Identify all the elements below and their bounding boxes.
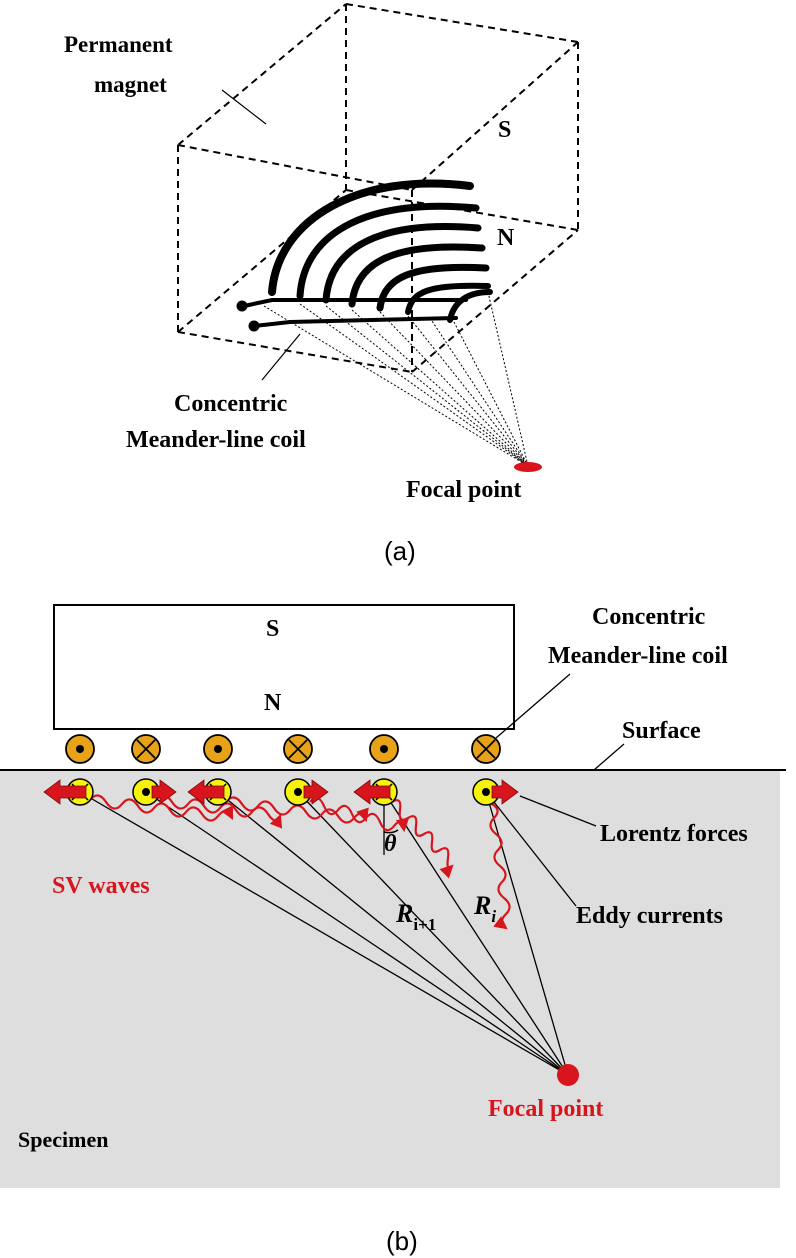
caption-b: (b) [386, 1226, 418, 1256]
leader-lines-b [493, 673, 625, 907]
magnet-leader-line [221, 89, 267, 125]
coil-label-line1-b: Concentric [592, 604, 706, 630]
r-i-label: Ri [473, 891, 496, 926]
magnet-label-line1: Permanent [64, 32, 173, 57]
coil-conductor-cross-icon [283, 734, 313, 764]
coil-label-line2-a: Meander-line coil [126, 427, 306, 453]
panel-b: S N [0, 604, 786, 1256]
coil-conductor-cross-icon [131, 734, 161, 764]
coil-label-line2-b: Meander-line coil [548, 643, 728, 669]
pole-n-label-b: N [264, 690, 282, 716]
specimen-label: Specimen [18, 1127, 108, 1152]
r-i-plus-1-label: Ri+1 [395, 899, 436, 934]
pole-n-label-a: N [497, 225, 515, 251]
focal-point-label-b: Focal point [488, 1096, 603, 1122]
specimen-block [0, 770, 780, 1188]
focal-point-label-a: Focal point [406, 477, 521, 503]
magnet-rect [53, 604, 515, 730]
lorentz-arrow-left-icon [43, 779, 87, 805]
panel-a: Permanent magnet S N Concentric Meander-… [64, 3, 579, 566]
focus-lines [263, 291, 529, 467]
lorentz-arrow-left-icon [353, 779, 391, 805]
sv-waves-label: SV waves [52, 873, 150, 899]
coil-conductor-dot-icon [369, 734, 399, 764]
eddy-currents-label: Eddy currents [576, 903, 723, 929]
lorentz-arrow-left-icon [187, 779, 225, 805]
focal-point-dot [557, 1064, 579, 1086]
lorentz-force-arrows [43, 779, 519, 805]
coil-label-line1-a: Concentric [174, 391, 288, 417]
magnet-box [177, 3, 579, 373]
magnet-label-line2: magnet [94, 72, 167, 97]
lorentz-forces-label: Lorentz forces [600, 821, 748, 847]
eddy-currents [66, 778, 500, 806]
coil-conductors [65, 734, 501, 764]
caption-a: (a) [384, 536, 416, 566]
lorentz-arrow-right-icon [151, 779, 177, 805]
theta-label: θ [384, 831, 397, 857]
focal-point-marker [514, 462, 542, 472]
surface-label: Surface [622, 718, 701, 744]
pole-s-label-a: S [498, 117, 511, 143]
pole-s-label-b: S [266, 616, 279, 642]
eddy-current-dot-icon [284, 778, 312, 806]
lorentz-arrow-right-icon [491, 779, 519, 805]
coil-leader-line [261, 333, 301, 381]
coil-conductor-cross-icon [471, 734, 501, 764]
lorentz-arrow-right-icon [303, 779, 329, 805]
meander-coil [236, 179, 493, 332]
coil-conductor-dot-icon [65, 734, 95, 764]
coil-conductor-dot-icon [203, 734, 233, 764]
